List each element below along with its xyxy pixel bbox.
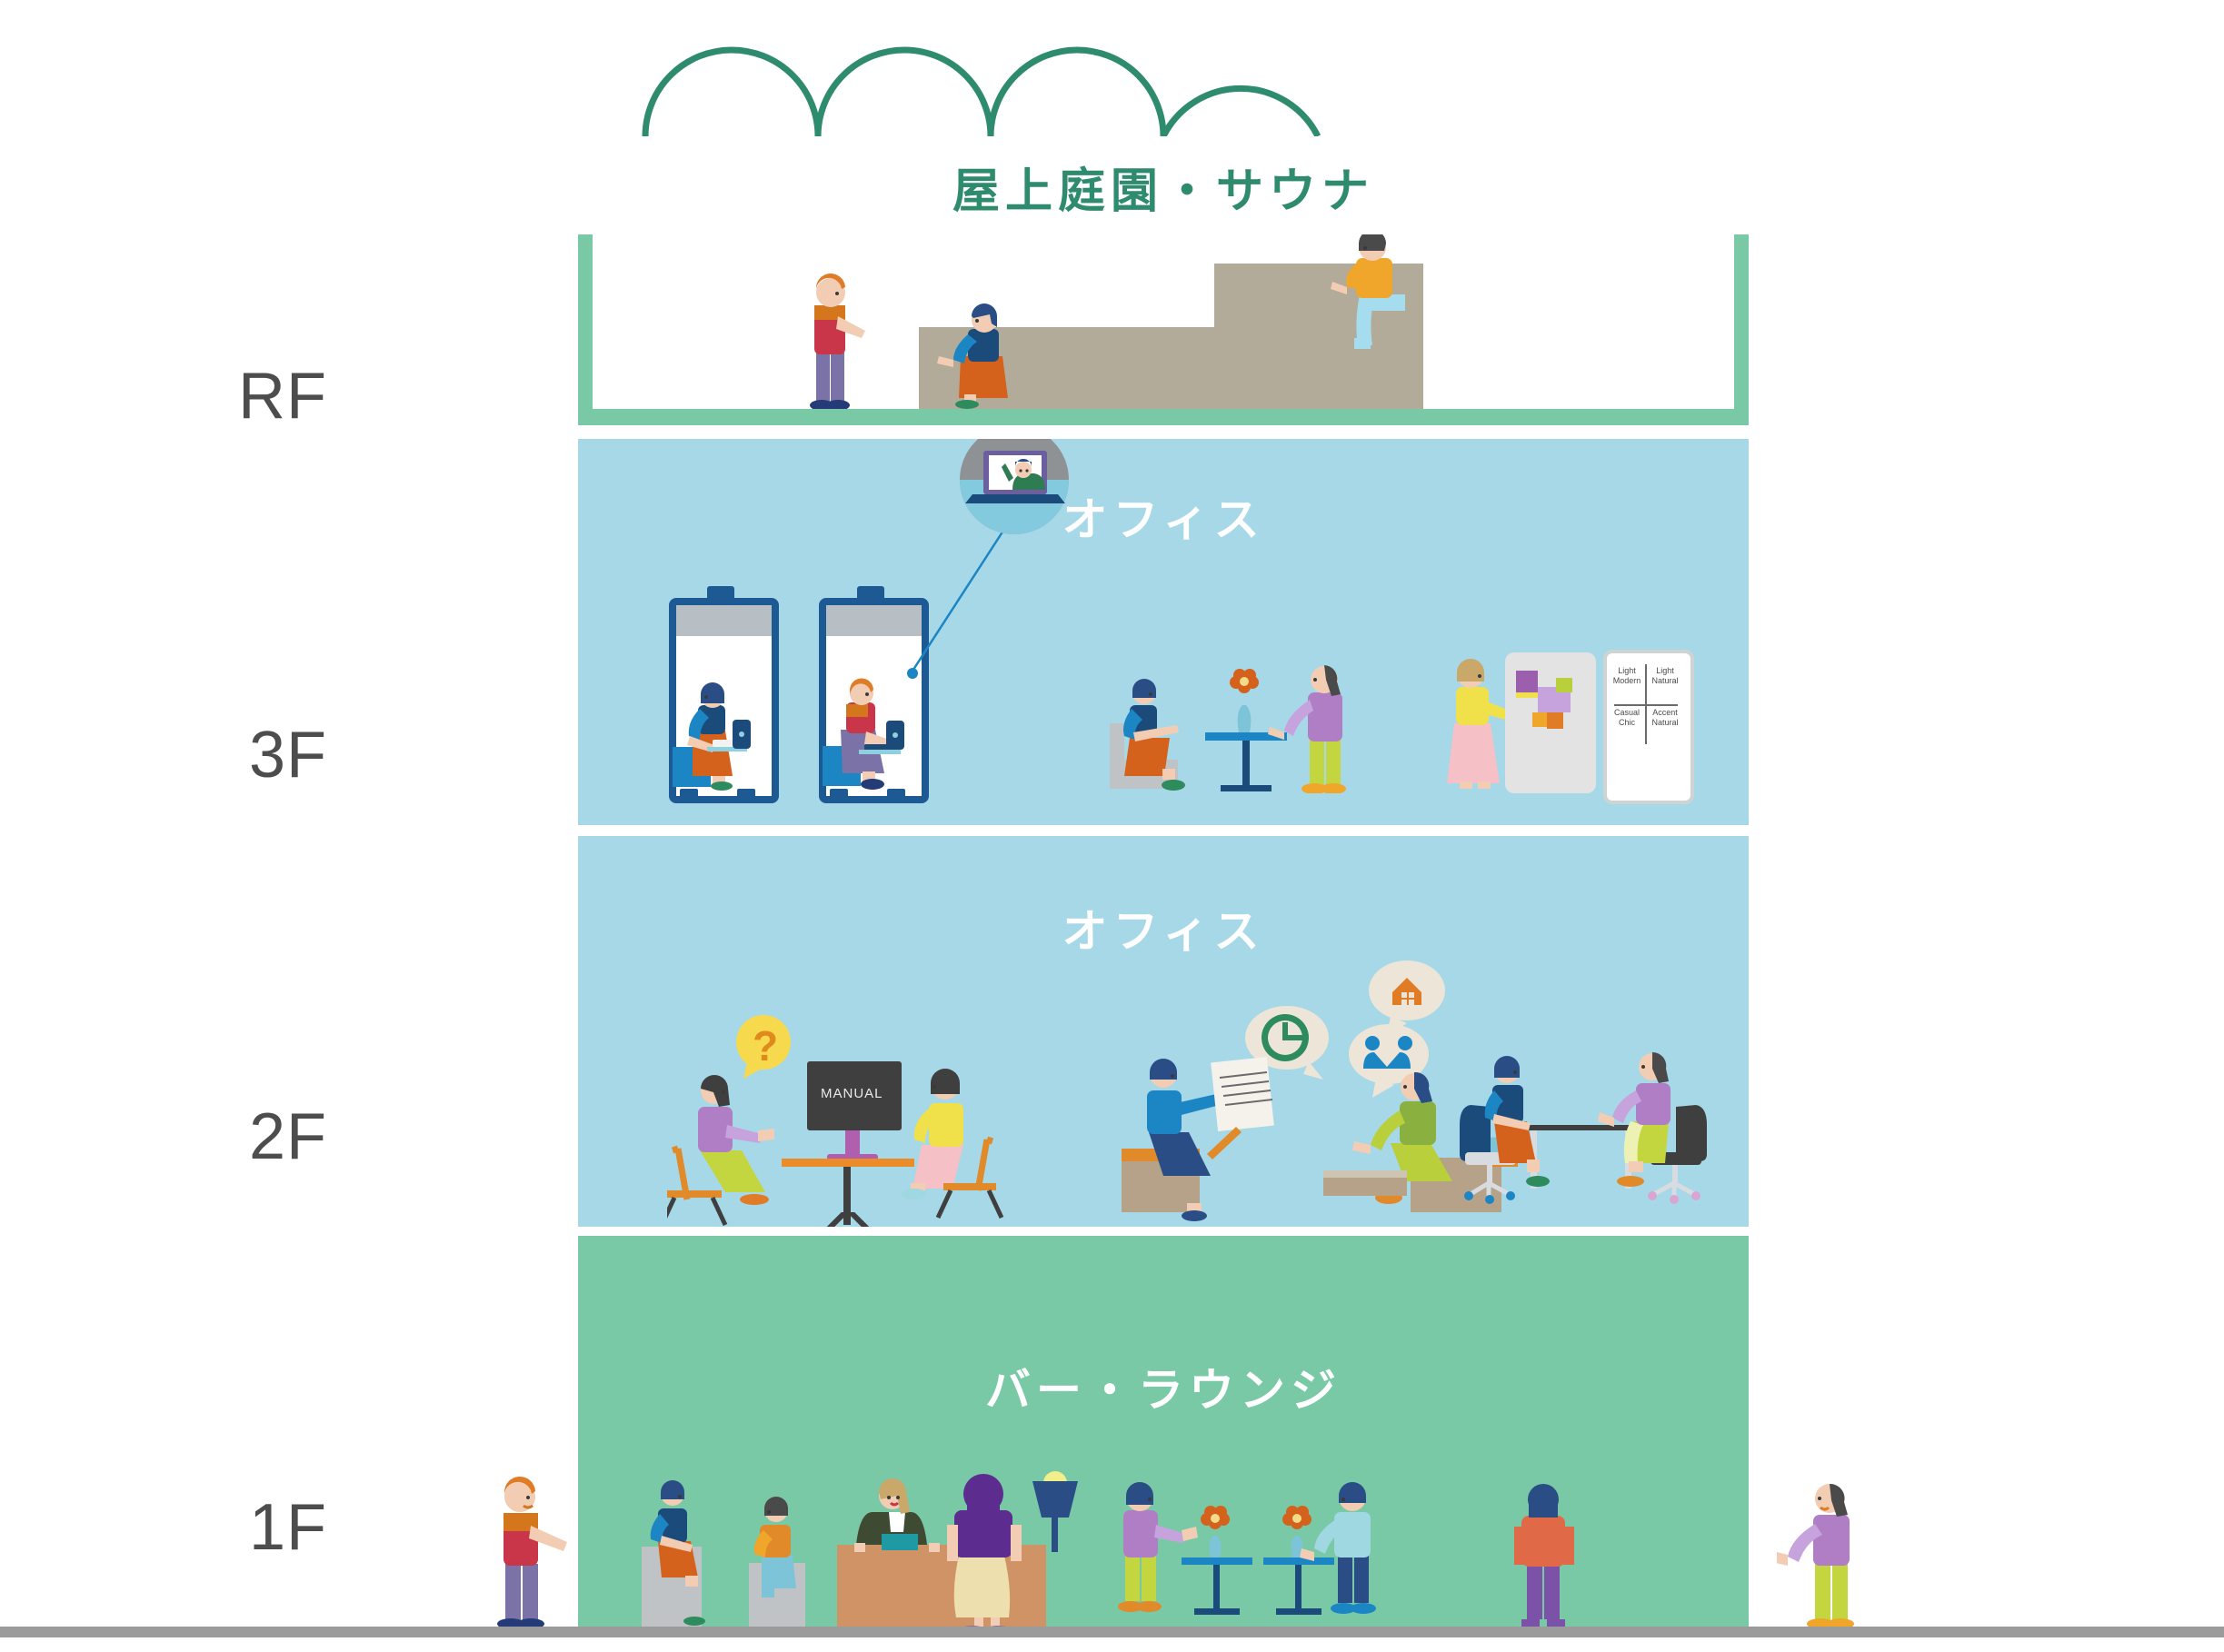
phone-booth-2-leg-right: [887, 789, 905, 798]
outside-person-right: [1777, 1483, 1854, 1629]
speech-bubble-handshake: [1349, 1024, 1429, 1098]
floor-label-1f: 1F: [248, 1491, 327, 1564]
lounge-person-standing: [1514, 1484, 1574, 1627]
floor-title-2f: オフィス: [1062, 906, 1265, 957]
phone-booth-2-occupant: [823, 678, 904, 790]
monitor-label: MANUAL: [821, 1086, 883, 1101]
phone-booth-2-leg-left: [830, 789, 848, 798]
arch-canopy-icon: [642, 46, 1321, 136]
bar-customer: [947, 1474, 1022, 1627]
round-table-foot: [826, 1212, 870, 1227]
sofa-meeting-person-left: [1122, 1056, 1274, 1221]
phone-booth-1-leg-left: [680, 789, 698, 798]
whiteboard-sticky: [1505, 652, 1596, 793]
matrix-quadrant-bottom-left: Casual Chic: [1613, 708, 1640, 727]
speech-bubble-clock: [1245, 1006, 1329, 1080]
manual-meeting-person-right: [902, 1069, 1004, 1219]
floor-label-rf: RF: [238, 360, 327, 433]
ground-line: [0, 1627, 2224, 1637]
question-bubble: [736, 1015, 791, 1079]
roof-wall-right: [1734, 234, 1749, 425]
floor-label-3f: 3F: [248, 719, 327, 791]
round-table-post: [843, 1167, 851, 1225]
floor-block-2f: オフィス ? MANUAL: [578, 836, 1749, 1227]
roof-person-sitting: [937, 304, 1008, 409]
phone-booth-1-occupant: [673, 682, 751, 791]
matrix-quadrant-top-left: Light Modern: [1612, 666, 1641, 685]
lounge-sofa-group-1f: [642, 1480, 805, 1627]
manual-meeting-person-left: [667, 1075, 774, 1227]
idea-matrix-board: Light Modern Light Natural Casual Chic A…: [1603, 650, 1694, 804]
monitor-screen: [807, 1061, 902, 1130]
bartender: [854, 1478, 940, 1552]
roof-person-sitting-upper: [1331, 234, 1405, 349]
matrix-quadrant-bottom-right: Accent Natural: [1651, 708, 1679, 727]
floor-title-3f: オフィス: [1062, 494, 1265, 545]
floor-title-1f: バー・ラウンジ: [985, 1365, 1341, 1416]
monitor-base: [827, 1154, 878, 1160]
cafe-table-group-1f: [1118, 1482, 1376, 1615]
matrix-quadrant-top-right: Light Natural: [1651, 666, 1679, 685]
zoom-callout-connector: [907, 520, 1012, 679]
question-mark-label: ?: [753, 1022, 779, 1070]
floor-block-rf: [578, 234, 1749, 425]
floor-label-2f: 2F: [248, 1100, 327, 1173]
floor-title-rf: 屋上庭園・サウナ: [952, 165, 1374, 218]
floor-block-1f: バー・ラウンジ: [578, 1236, 1749, 1627]
phone-booth-1-leg-right: [737, 789, 755, 798]
speech-bubble-house: [1369, 960, 1445, 1036]
roof-wall-left: [578, 234, 593, 425]
round-table-top: [782, 1159, 914, 1167]
laptop-video-call-callout: [960, 439, 1069, 534]
bar-lamp: [1032, 1471, 1078, 1552]
monitor-stand: [845, 1130, 860, 1154]
roof-floor-slab: [578, 409, 1749, 425]
outside-person-left: [497, 1476, 567, 1629]
floor-block-3f: オフィス: [578, 439, 1749, 825]
phone-booth-1-cap: [707, 586, 734, 601]
desk-meeting-2f: [1460, 1051, 1707, 1204]
phone-booth-2-cap: [857, 586, 884, 601]
roof-person-standing: [810, 273, 865, 409]
lounge-meeting-3f: [1110, 665, 1346, 793]
